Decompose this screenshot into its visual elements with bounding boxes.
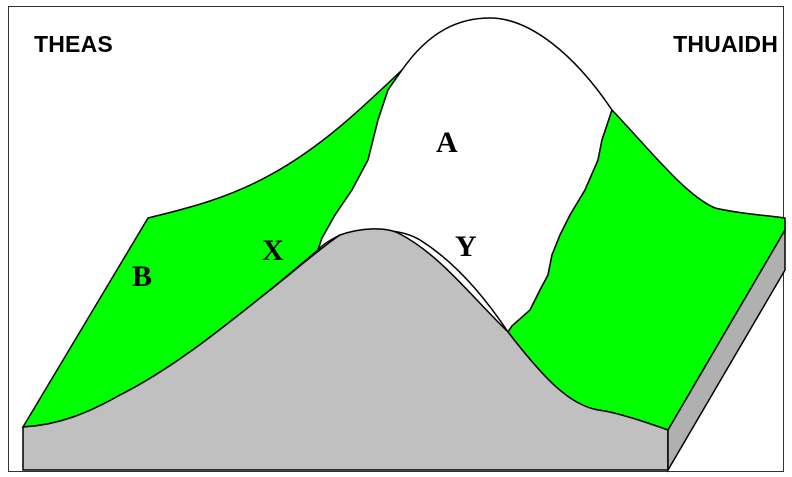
label-region-a: A [436, 126, 458, 159]
summit-white [317, 17, 613, 334]
label-north: THUAIDH [673, 31, 778, 57]
label-south: THEAS [34, 31, 113, 57]
cross-section-side [667, 227, 786, 473]
label-region-b: B [132, 260, 152, 293]
cross-section-front [22, 228, 669, 471]
label-region-y: Y [455, 230, 477, 263]
label-region-x: X [262, 234, 284, 267]
